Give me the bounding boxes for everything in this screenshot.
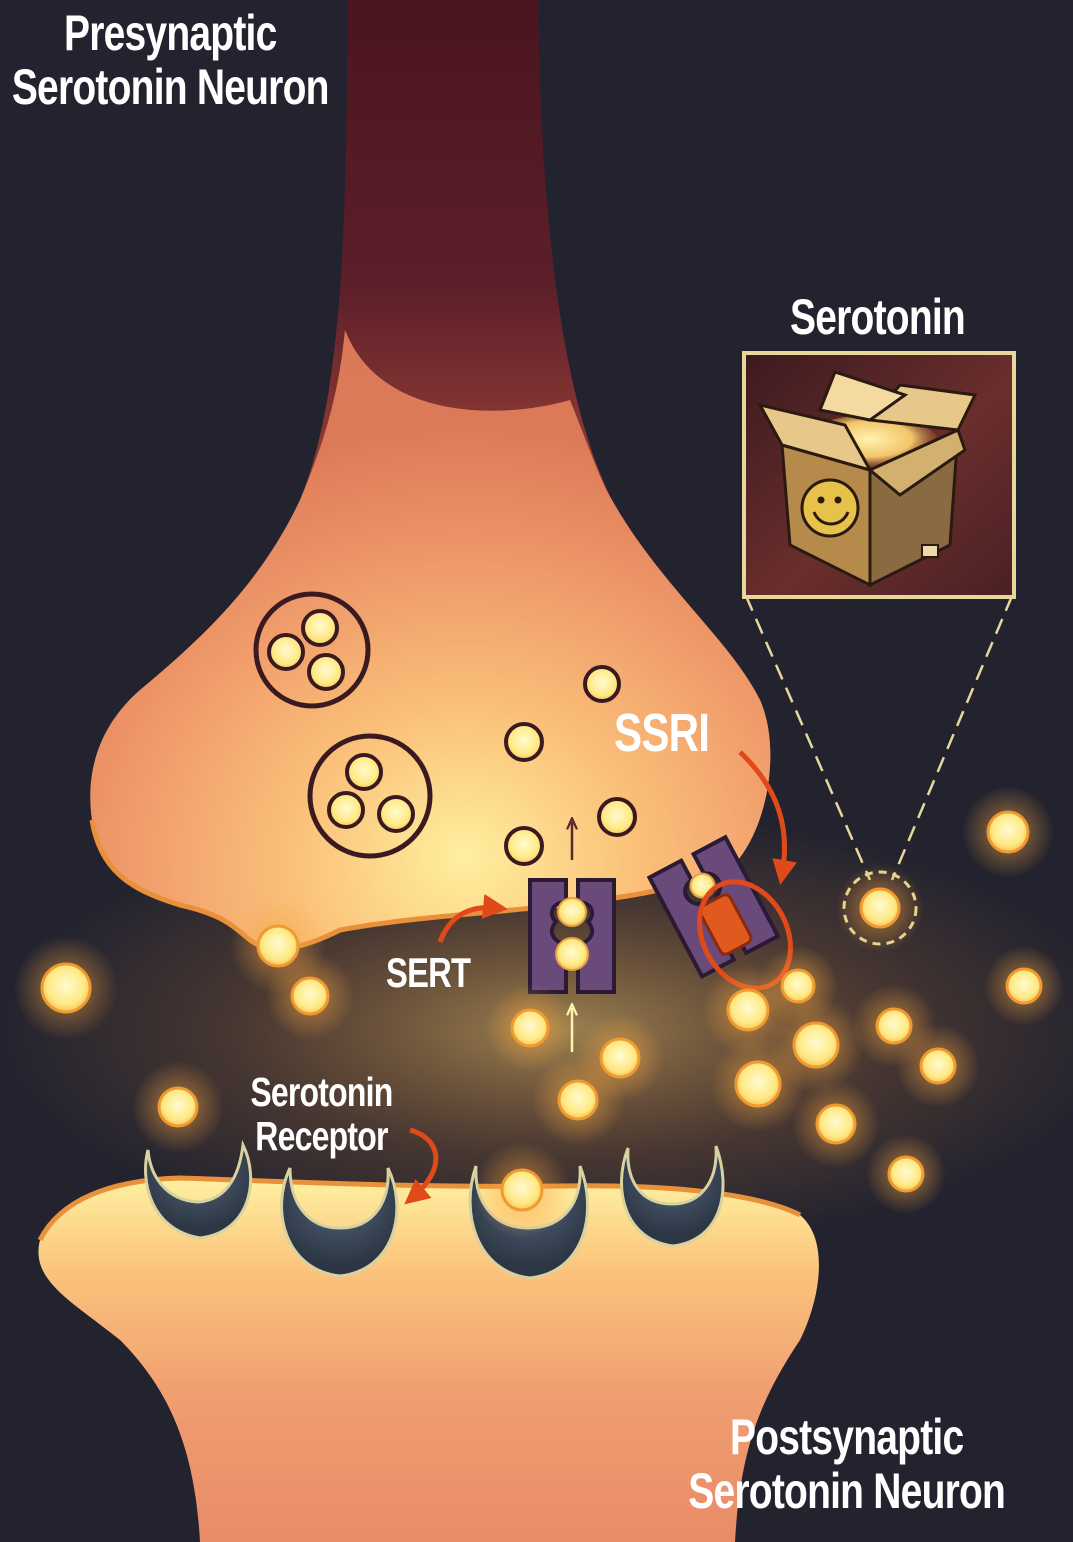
vesicle — [307, 733, 433, 859]
presynaptic-label-line2: Serotonin Neuron — [11, 59, 330, 115]
serotonin-inset-title: Serotonin — [790, 289, 966, 345]
serotonin-molecule — [301, 609, 339, 647]
sert-transporter — [528, 878, 616, 994]
sert-pointer-arrow — [437, 893, 508, 943]
sert-blocked-by-ssri — [646, 834, 781, 980]
serotonin-molecule — [327, 791, 365, 829]
vesicle — [253, 591, 371, 709]
serotonin-receptor — [144, 1139, 253, 1240]
ssri-molecule — [698, 893, 753, 956]
serotonin-receptor-label: Serotonin Receptor — [245, 1070, 398, 1159]
serotonin-receptor-label-line1: Serotonin — [250, 1069, 393, 1115]
box-illustration — [757, 370, 978, 588]
presynaptic-label: Presynaptic Serotonin Neuron — [8, 6, 332, 114]
postsynaptic-label: Postsynaptic Serotonin Neuron — [686, 1410, 1007, 1518]
postsynaptic-label-line1: Postsynaptic — [729, 1409, 964, 1465]
postsynaptic-label-line2: Serotonin Neuron — [688, 1463, 1006, 1519]
presynaptic-label-line1: Presynaptic — [63, 5, 277, 61]
serotonin-receptor — [620, 1145, 725, 1248]
serotonin-molecule — [307, 653, 345, 691]
serotonin-receptor-label-line2: Receptor — [255, 1113, 388, 1160]
serotonin-inset — [742, 351, 1016, 881]
ssri-label: SSRI — [614, 703, 710, 763]
sert-label: SERT — [386, 949, 471, 996]
smiley-face-icon — [800, 478, 860, 538]
receptor-pointer-arrow — [404, 1127, 439, 1205]
serotonin-molecule — [377, 795, 415, 833]
serotonin-receptor — [280, 1167, 399, 1278]
presynaptic-serotonin — [504, 665, 637, 866]
serotonin-molecule — [345, 753, 383, 791]
cleft-serotonin — [14, 786, 1064, 1238]
serotonin-molecule — [267, 633, 305, 671]
ssri-pointer-arrow — [738, 750, 797, 885]
